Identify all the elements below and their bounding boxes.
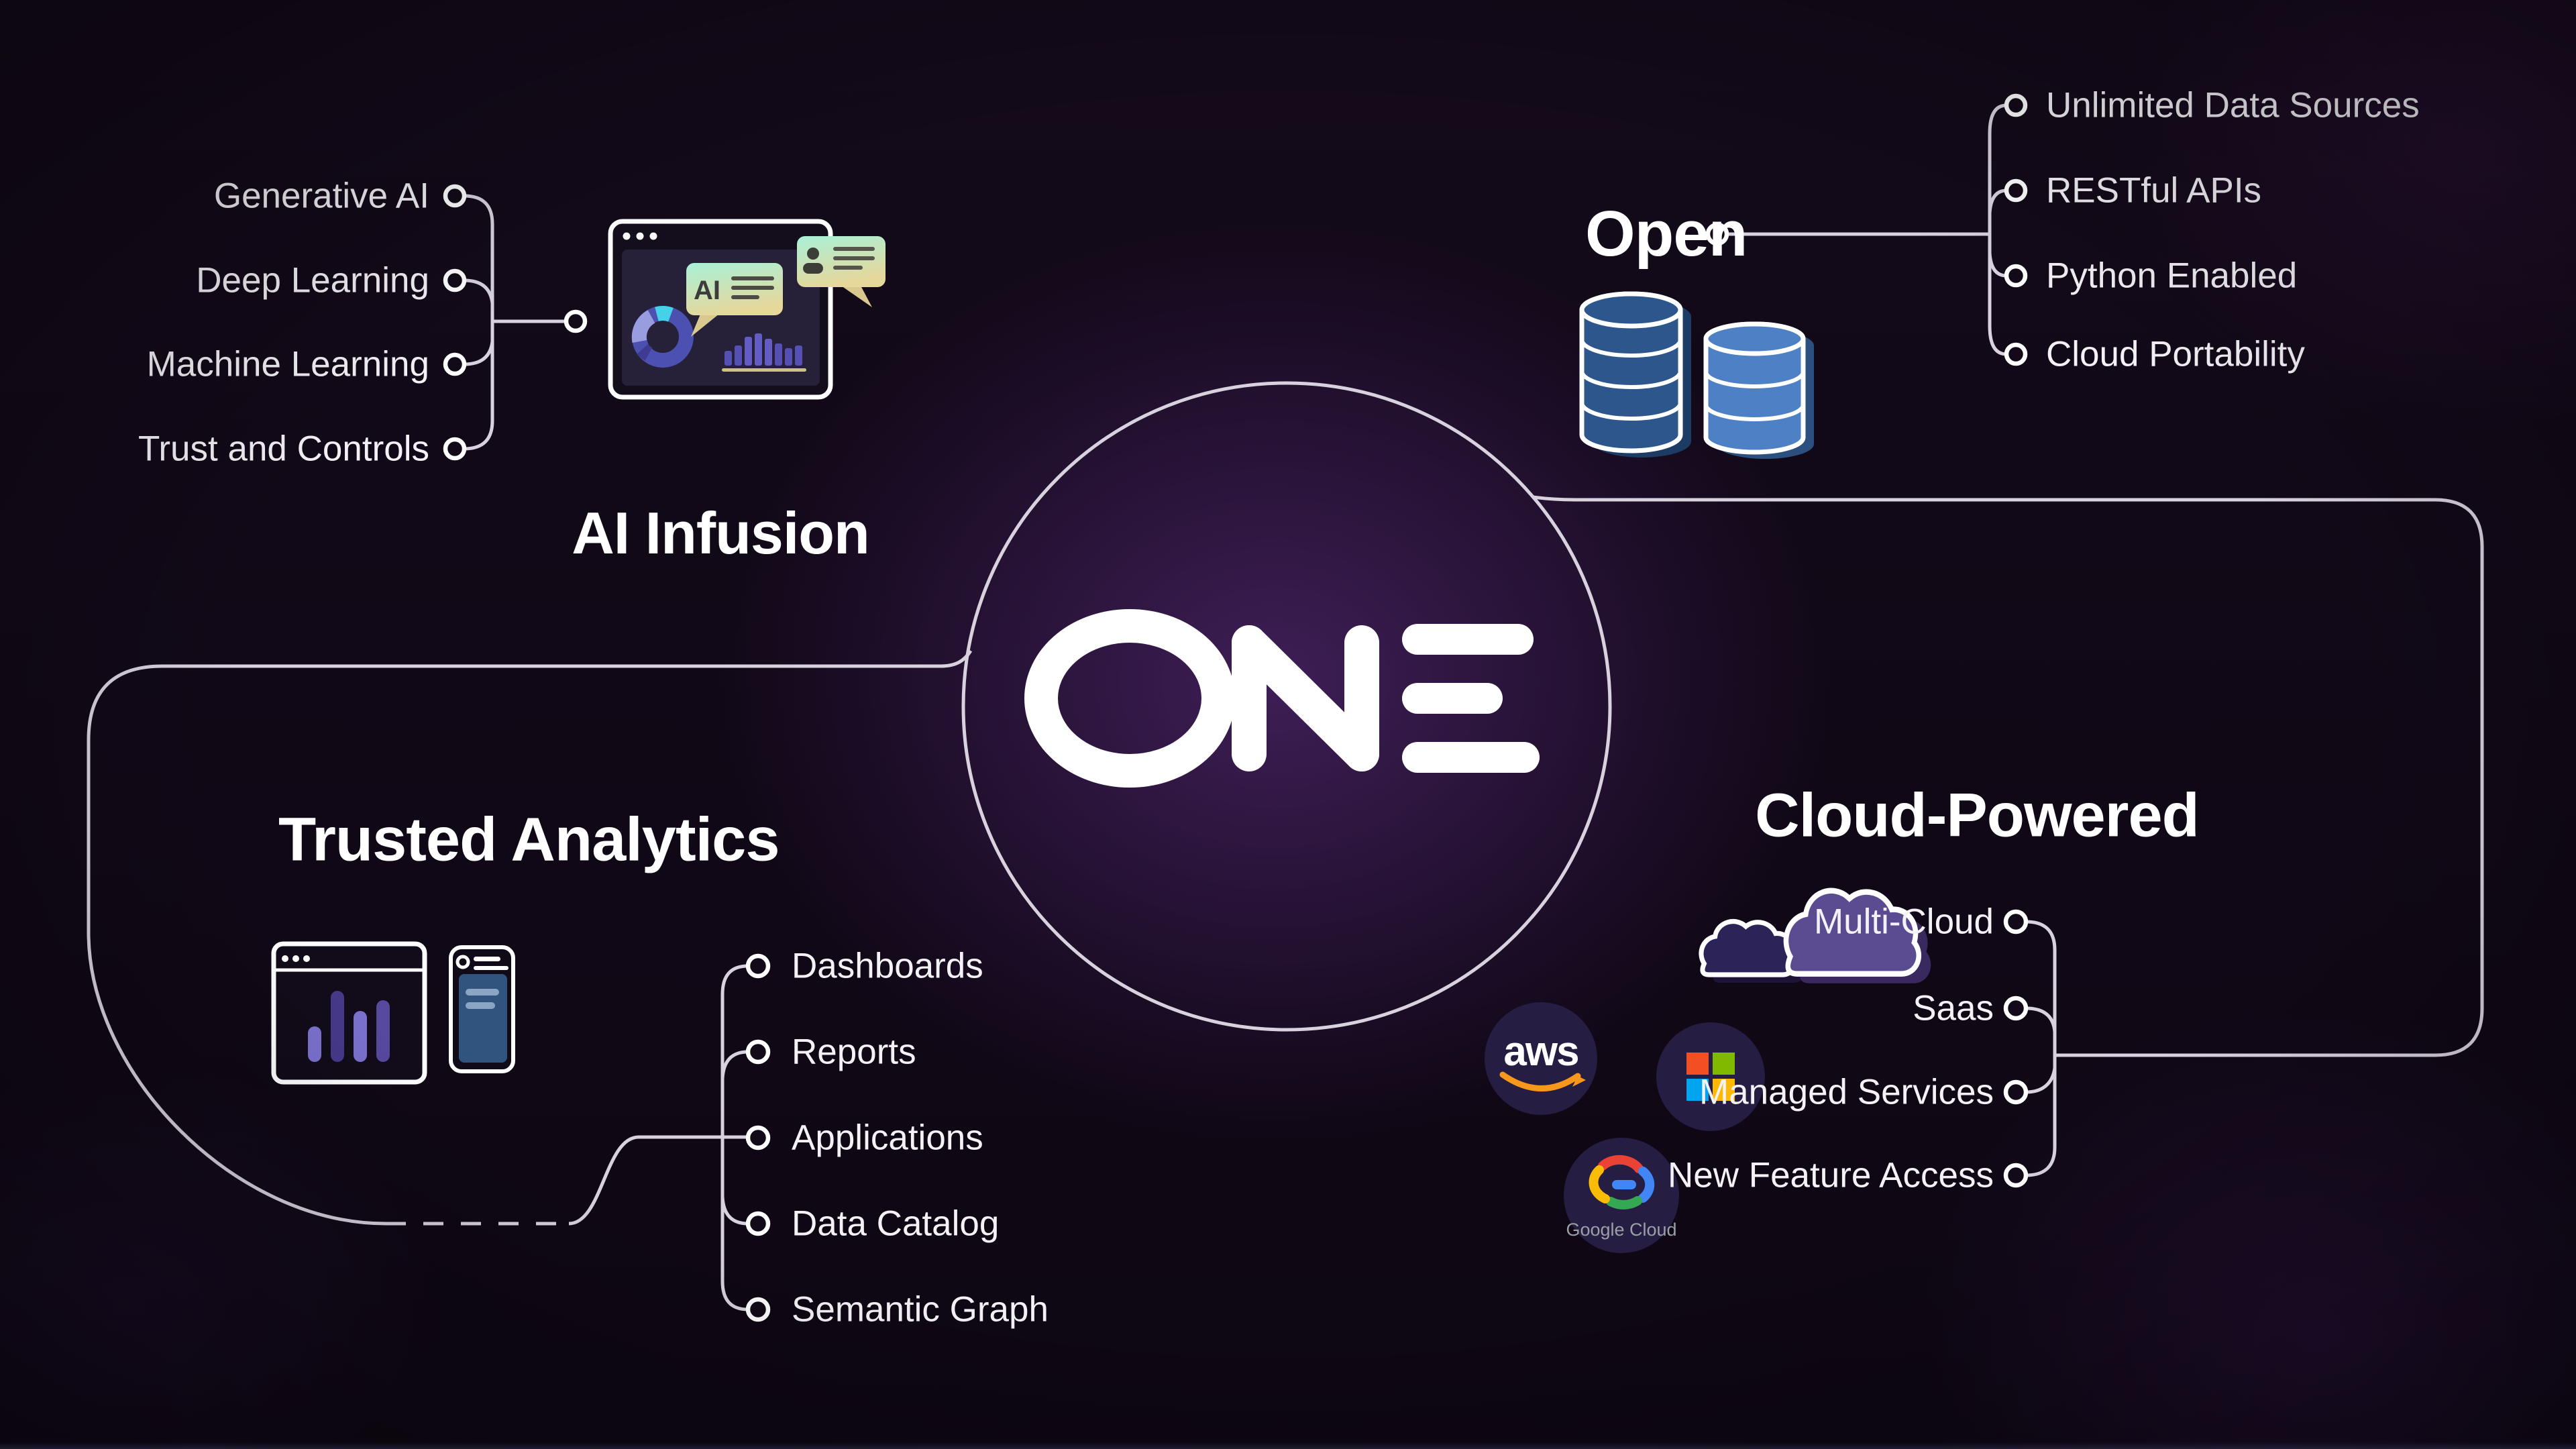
report-phone-icon (449, 945, 515, 1073)
aws-badge: aws (1485, 1002, 1597, 1115)
one-logo (1024, 609, 1540, 788)
cloud-powered-title: Cloud-Powered (1755, 781, 2200, 850)
person-speech-bubble-icon (797, 236, 885, 307)
database-light-icon (1703, 321, 1814, 459)
applications-connector (568, 1135, 747, 1226)
list-item-deep-learning: Deep Learning (196, 260, 429, 301)
list-item-data-catalog: Data Catalog (792, 1203, 1000, 1244)
open-title: Open (1585, 198, 1748, 270)
list-item-applications: Applications (792, 1118, 983, 1158)
ai-dashboard-icon: AI (608, 219, 885, 400)
big-cloud-icon (1783, 888, 1931, 983)
left-sweep-line (87, 664, 386, 1226)
aws-swoosh-icon (1499, 1071, 1581, 1091)
list-item-new-feature-access: New Feature Access (1667, 1155, 1994, 1195)
trusted-analytics-bracket (720, 964, 749, 1311)
analytics-window-icon (271, 941, 427, 1085)
ai-infusion-title: AI Infusion (572, 500, 870, 566)
ai-speech-bubble-icon: AI (686, 263, 783, 337)
ai-bubble-text: AI (694, 276, 720, 305)
left-connector-line (162, 649, 973, 668)
cloud-icons (1699, 888, 1931, 983)
analytics-bars-icon (308, 991, 390, 1062)
database-dark-icon (1579, 291, 1691, 458)
right-connector-line (1532, 495, 2484, 1057)
microsoft-badge (1656, 1022, 1765, 1131)
list-item-reports: Reports (792, 1032, 916, 1072)
list-item-machine-learning: Machine Learning (146, 344, 429, 384)
list-item-semantic-graph: Semantic Graph (792, 1289, 1049, 1330)
center-ring (961, 381, 1612, 1032)
google-cloud-text: Google Cloud (1566, 1220, 1676, 1240)
trusted-analytics-title: Trusted Analytics (278, 805, 780, 874)
list-item-trust-and-controls: Trust and Controls (138, 429, 429, 469)
list-item-restful-apis: RESTful APIs (2046, 170, 2262, 211)
list-item-generative-ai: Generative AI (213, 176, 429, 216)
ai-infusion-bracket (464, 194, 566, 451)
node-circles (443, 93, 2029, 1322)
list-item-managed-services: Managed Services (1699, 1072, 1994, 1112)
database-icons (1579, 291, 1814, 459)
open-bracket (1727, 103, 2007, 356)
donut-chart-icon (631, 306, 694, 368)
small-cloud-icon (1699, 918, 1806, 983)
list-item-unlimited-data-sources: Unlimited Data Sources (2046, 85, 2420, 125)
list-item-multi-cloud: Multi-Cloud (1813, 902, 1994, 942)
list-item-cloud-portability: Cloud Portability (2046, 334, 2305, 374)
mini-bar-chart-icon (722, 333, 806, 372)
bottom-edge-glow (0, 1442, 2576, 1449)
list-item-saas: Saas (1913, 988, 1994, 1028)
cloud-powered-bracket (2025, 920, 2057, 1177)
google-cloud-logo-icon (1589, 1155, 1655, 1210)
list-item-dashboards: Dashboards (792, 946, 983, 986)
google-cloud-badge: Google Cloud (1564, 1138, 1679, 1253)
aws-logo-text: aws (1503, 1028, 1578, 1075)
list-item-python-enabled: Python Enabled (2046, 256, 2298, 296)
